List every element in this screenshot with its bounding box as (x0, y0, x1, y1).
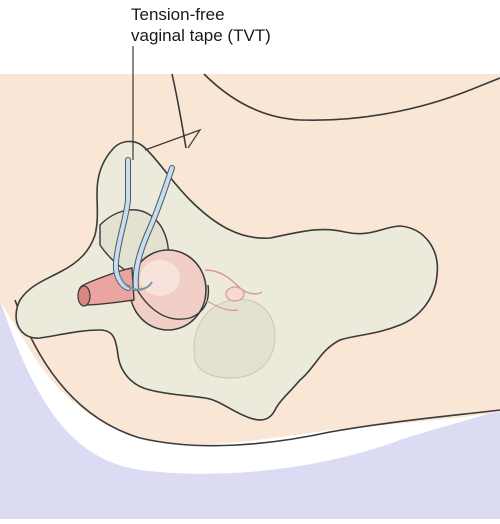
tvt-label: Tension-free vaginal tape (TVT) (131, 4, 271, 46)
tvt-label-line2: vaginal tape (TVT) (131, 26, 271, 45)
tvt-label-line1: Tension-free (131, 5, 225, 24)
vaginal-canal (129, 274, 210, 320)
tvt-tape-right-fill (133, 166, 174, 290)
callout-leader-right (144, 128, 202, 151)
hip-socket (193, 298, 276, 379)
tvt-sling-loop (119, 274, 153, 291)
fallopian-tube-lower (204, 299, 239, 311)
bladder-highlight (140, 260, 180, 296)
urethra-opening (77, 285, 91, 307)
table-surface (0, 300, 500, 519)
abdomen-curve (203, 73, 500, 122)
buttock-outline (14, 299, 500, 447)
ovary (225, 286, 245, 302)
abdomen-outline (171, 73, 187, 149)
tvt-tape-left-fill (113, 158, 130, 290)
